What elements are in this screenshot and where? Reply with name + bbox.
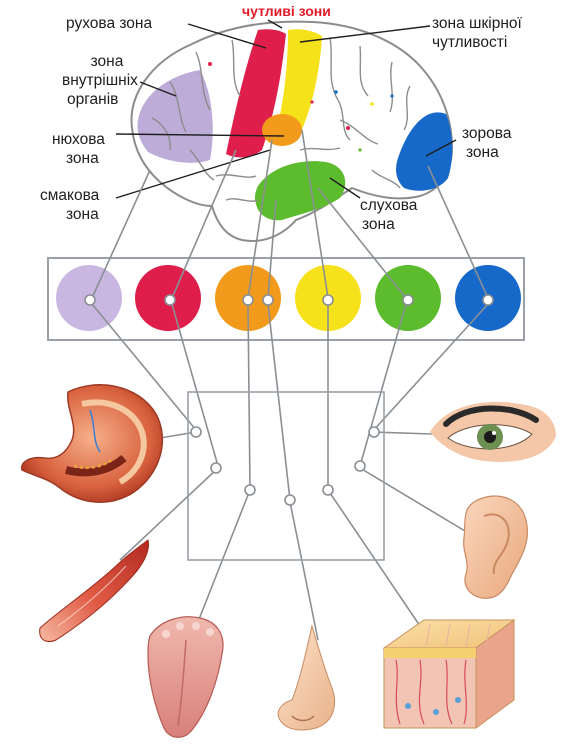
stomach-illustration: [21, 384, 164, 503]
internal-organs-zone: [137, 70, 213, 163]
skin-sensitivity-zone: [276, 29, 322, 137]
internal-organs-zone-label-line1: зона: [90, 53, 124, 70]
gustatory-zone-label-line1: смакова: [40, 187, 100, 204]
neural-pathways: [91, 129, 489, 641]
auditory-zone-label-line2: зона: [362, 216, 395, 233]
sensory-zones-label: чутливі зони: [242, 3, 331, 19]
visual-zone: [396, 112, 453, 191]
synapse-connectors: [84, 294, 494, 506]
skin-sensitivity-zone-label-line1: зона шкірної: [432, 15, 522, 32]
auditory-zone-label-line1: слухова: [360, 197, 418, 214]
olfactory-zone-label-line2: зона: [66, 150, 99, 167]
visual-zone-label-line1: зорова: [462, 125, 512, 142]
gustatory-zone-label-line2: зона: [66, 206, 99, 223]
brain-sulci: [151, 37, 411, 202]
brain: [130, 20, 454, 242]
receptor-panel: [47, 257, 525, 341]
skin-sensitivity-zone-label-line2: чутливості: [432, 34, 508, 51]
gustatory-auditory-zone: [254, 161, 346, 221]
internal-organs-zone-label-line3: органів: [67, 91, 119, 108]
tongue-illustration: [147, 616, 224, 738]
muscle-illustration: [39, 539, 149, 642]
visual-zone-label-line2: зона: [466, 144, 499, 161]
nose-illustration: [277, 624, 336, 731]
eye-illustration: [430, 401, 556, 462]
olfactory-zone-label-line1: нюхова: [52, 131, 105, 148]
motor-zone-label: рухова зона: [66, 15, 153, 32]
spinal-relay-box: [187, 391, 385, 561]
olfactory-zone: [262, 114, 302, 146]
skin-section-illustration: [382, 619, 516, 729]
ear-illustration: [463, 495, 528, 599]
internal-organs-zone-label-line2: внутрішніх: [62, 72, 138, 89]
motor-zone: [226, 29, 286, 158]
brain-dots: [196, 62, 394, 152]
